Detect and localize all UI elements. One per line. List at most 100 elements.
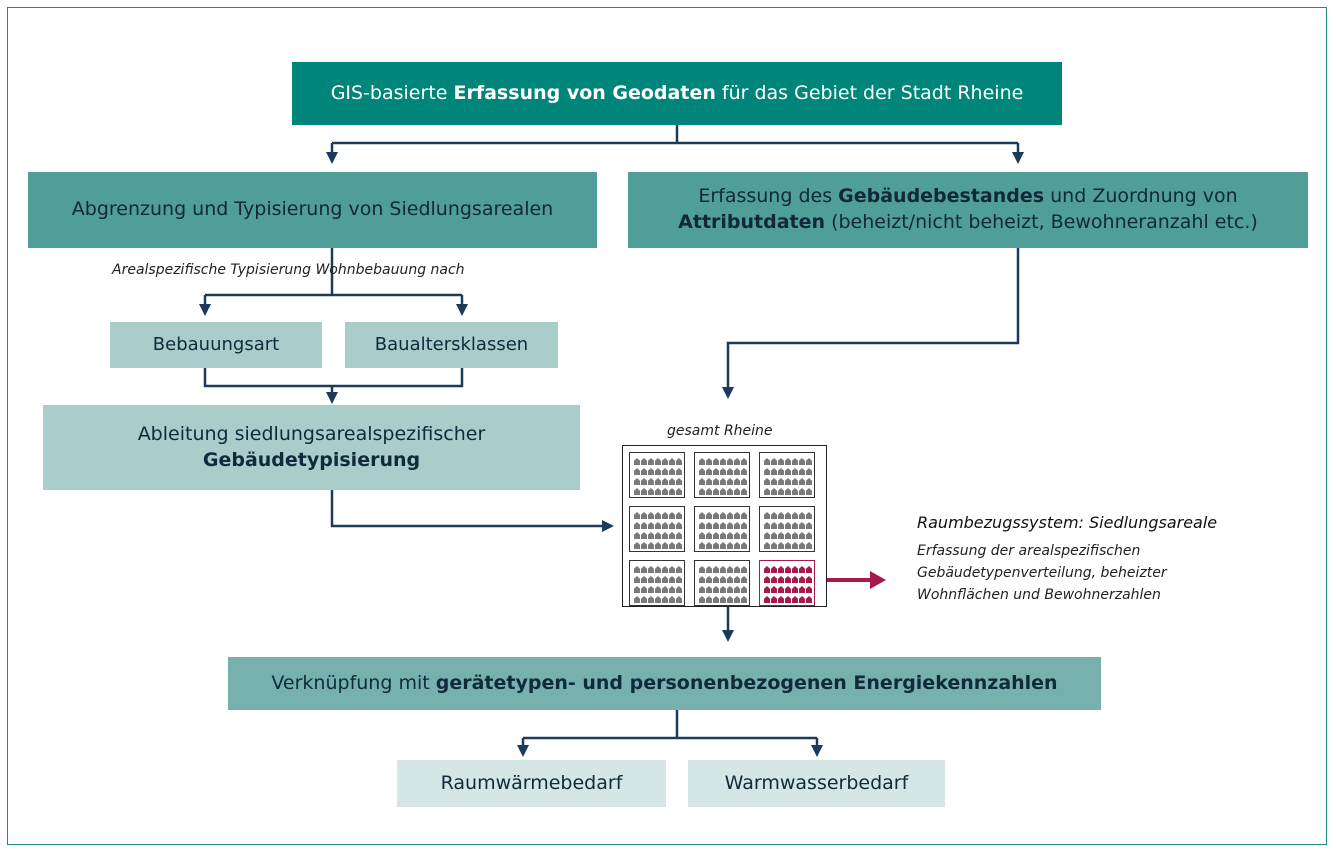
house-icon — [741, 566, 747, 573]
node-bebauungsart: Bebauungsart — [110, 322, 322, 368]
connector-typisierung — [205, 248, 462, 297]
house-icon — [706, 488, 712, 495]
house-icon — [713, 566, 719, 573]
house-icon — [734, 596, 740, 603]
house-icon — [676, 576, 682, 583]
house-icon — [669, 566, 675, 573]
house-icon — [799, 542, 805, 549]
house-icon — [662, 458, 668, 465]
house-icon — [771, 596, 777, 603]
house-icon — [771, 488, 777, 495]
house-icon — [662, 532, 668, 539]
siedlungsareal-cell — [694, 506, 750, 552]
house-icon — [785, 586, 791, 593]
house-icon — [655, 542, 661, 549]
house-icon — [676, 478, 682, 485]
house-icon — [778, 522, 784, 529]
house-icon — [655, 596, 661, 603]
house-icon — [778, 566, 784, 573]
house-icon — [741, 596, 747, 603]
house-icon — [648, 522, 654, 529]
node-warmwasserbedarf: Warmwasserbedarf — [688, 760, 945, 807]
house-icon — [785, 532, 791, 539]
house-icon — [655, 566, 661, 573]
house-icon — [741, 512, 747, 519]
house-icon — [806, 512, 812, 519]
node-text: Erfassung des — [698, 185, 839, 208]
house-icon — [720, 512, 726, 519]
house-icon — [669, 478, 675, 485]
node-text: Verknüpfung mit — [271, 671, 436, 694]
house-icon — [799, 596, 805, 603]
house-icon — [799, 468, 805, 475]
house-icon — [699, 522, 705, 529]
siedlungsareal-cell — [694, 452, 750, 498]
house-icon — [634, 576, 640, 583]
house-icon — [741, 522, 747, 529]
house-icon — [799, 576, 805, 583]
siedlungsareal-cell — [629, 560, 685, 606]
house-icon — [792, 458, 798, 465]
house-icon — [741, 542, 747, 549]
house-icon — [778, 512, 784, 519]
house-icon — [713, 478, 719, 485]
house-icon — [662, 522, 668, 529]
house-icon — [792, 488, 798, 495]
house-icon — [713, 512, 719, 519]
house-icon — [734, 522, 740, 529]
house-icon — [699, 468, 705, 475]
house-icon — [713, 596, 719, 603]
house-icon — [799, 512, 805, 519]
house-icon — [778, 586, 784, 593]
house-icon — [655, 488, 661, 495]
house-icon — [720, 586, 726, 593]
house-icon — [669, 542, 675, 549]
house-icon — [669, 596, 675, 603]
house-icon — [641, 522, 647, 529]
house-icon — [792, 468, 798, 475]
house-icon — [634, 458, 640, 465]
house-icon — [720, 542, 726, 549]
house-icon — [676, 596, 682, 603]
house-icon — [778, 532, 784, 539]
house-icon — [771, 478, 777, 485]
siedlungsareal-cell — [694, 560, 750, 606]
house-icon — [699, 478, 705, 485]
house-icon — [706, 478, 712, 485]
node-verknuepfung: Verknüpfung mit gerätetypen- und persone… — [228, 657, 1101, 710]
house-icon — [662, 542, 668, 549]
house-icon — [655, 586, 661, 593]
legend-line: Erfassung der arealspezifischen — [917, 543, 1141, 559]
house-icon — [778, 596, 784, 603]
arrow-ableitung-to-grid — [330, 490, 614, 532]
house-icon — [741, 576, 747, 583]
house-icon — [764, 478, 770, 485]
house-icon — [734, 542, 740, 549]
house-icon — [676, 586, 682, 593]
house-icon — [806, 458, 812, 465]
node-text-bold: Attributdaten — [678, 211, 826, 233]
house-icon — [806, 576, 812, 583]
house-icon — [792, 512, 798, 519]
house-icon — [720, 532, 726, 539]
house-icon — [648, 576, 654, 583]
house-icon — [778, 468, 784, 475]
house-icon — [634, 532, 640, 539]
house-icon — [720, 458, 726, 465]
node-baualtersklassen: Baualtersklassen — [345, 322, 558, 368]
house-icon — [792, 596, 798, 603]
house-icon — [713, 532, 719, 539]
house-icon — [720, 566, 726, 573]
house-icon — [699, 532, 705, 539]
house-icon — [734, 512, 740, 519]
house-icon — [699, 586, 705, 593]
house-icon — [734, 458, 740, 465]
house-icon — [676, 488, 682, 495]
house-icon — [741, 586, 747, 593]
house-icon — [778, 488, 784, 495]
house-icon — [699, 576, 705, 583]
house-icon — [676, 532, 682, 539]
house-icon — [778, 576, 784, 583]
siedlungsareal-cell — [629, 452, 685, 498]
house-icon — [734, 566, 740, 573]
